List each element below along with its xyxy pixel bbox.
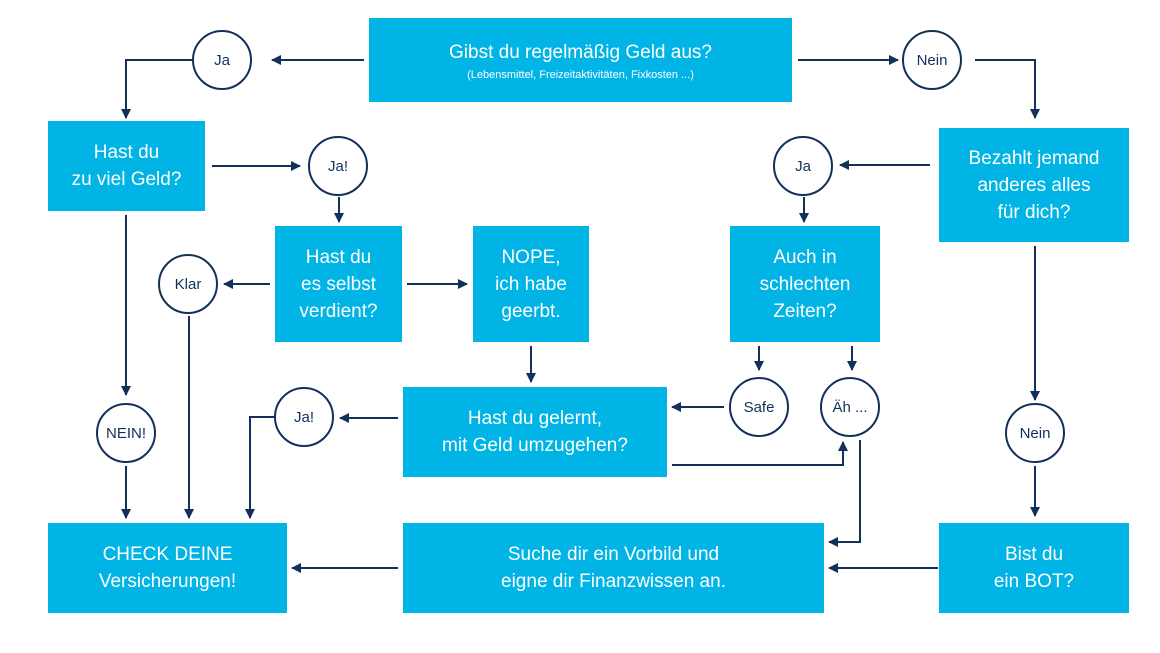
question-box-start: Gibst du regelmäßig Geld aus? (Lebensmit… <box>369 18 792 102</box>
answer-circle-nein-bang: NEIN! <box>96 403 156 463</box>
bot-text: Bist du ein BOT? <box>993 544 1075 592</box>
answer-circle-ja-bang-lower: Ja! <box>274 387 334 447</box>
answer-circle-nein-right: Nein <box>1005 403 1065 463</box>
answer-circle-ja-top: Ja <box>192 30 252 90</box>
answer-circle-klar: Klar <box>158 254 218 314</box>
check-text: CHECK DEINE Versicherungen! <box>98 544 237 592</box>
zu-viel-geld-text: Hast du zu viel Geld? <box>71 142 182 190</box>
question-box-bezahlt-jemand: Bezahlt jemand anderes alles für dich? <box>939 128 1129 242</box>
answer-circle-safe: Safe <box>729 377 789 437</box>
answer-circle-nein-top: Nein <box>902 30 962 90</box>
answer-circle-ja-bang-upper: Ja! <box>308 136 368 196</box>
gelernt-text: Hast du gelernt, mit Geld umzugehen? <box>442 408 628 456</box>
arrow-ja-to-zu-viel-geld <box>121 59 192 119</box>
question-box-selbst-verdient: Hast du es selbst verdient? <box>275 226 402 342</box>
question-box-zu-viel-geld: Hast du zu viel Geld? <box>48 121 205 211</box>
answer-box-geerbt: NOPE, ich habe geerbt. <box>473 226 589 342</box>
start-question-title: Gibst du regelmäßig Geld aus? <box>449 41 712 63</box>
answer-circle-ja-right: Ja <box>773 136 833 196</box>
vorbild-text: Suche dir ein Vorbild und eigne dir Fina… <box>501 544 726 592</box>
schlechte-zeiten-text: Auch in schlechten Zeiten? <box>759 246 851 322</box>
result-box-bot: Bist du ein BOT? <box>939 523 1129 613</box>
geerbt-text: NOPE, ich habe geerbt. <box>495 246 567 322</box>
arrow-aeh-to-vorbild <box>828 440 861 547</box>
result-box-check: CHECK DEINE Versicherungen! <box>48 523 287 613</box>
arrow-nein-to-bezahlt <box>975 59 1040 119</box>
question-box-gelernt: Hast du gelernt, mit Geld umzugehen? <box>403 387 667 477</box>
result-box-vorbild: Suche dir ein Vorbild und eigne dir Fina… <box>403 523 824 613</box>
selbst-verdient-text: Hast du es selbst verdient? <box>299 246 378 322</box>
bezahlt-jemand-text: Bezahlt jemand anderes alles für dich? <box>968 147 1100 223</box>
start-question-subtitle: (Lebensmittel, Freizeitaktivitäten, Fixk… <box>467 68 694 81</box>
arrow-gelernt-to-aeh <box>672 441 848 466</box>
question-box-schlechte-zeiten: Auch in schlechten Zeiten? <box>730 226 880 342</box>
answer-circle-aeh: Äh ... <box>820 377 880 437</box>
arrow-ja-bang-lower-to-check <box>245 416 275 519</box>
